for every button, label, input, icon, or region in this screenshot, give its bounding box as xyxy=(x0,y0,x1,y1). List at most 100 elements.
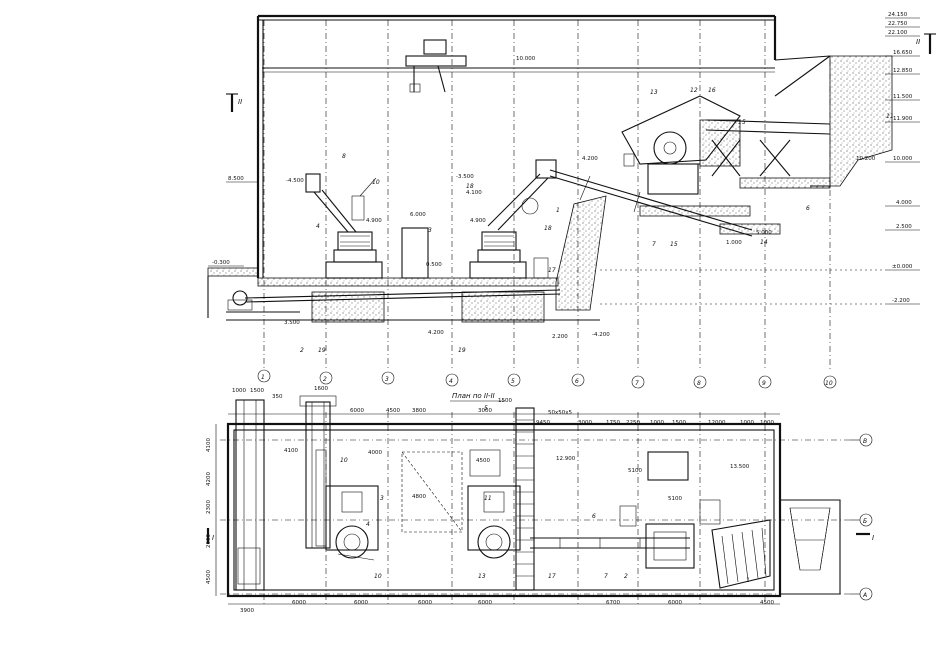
plan-view: План по II-II xyxy=(206,386,874,614)
foundation-right xyxy=(461,291,545,323)
section-callout-18: 18 xyxy=(544,225,552,232)
crane-zone-diag xyxy=(401,451,463,533)
section-mark-left xyxy=(226,93,238,112)
dim-bottom-6: 6700 xyxy=(606,600,620,606)
level-label-3: 6.000 xyxy=(410,212,426,218)
dim-left-5: 4500 xyxy=(206,570,212,584)
left-entrance xyxy=(207,267,259,318)
dim-top-17: 12000 xyxy=(708,420,726,426)
section-axis-bubbles xyxy=(257,369,837,389)
dim-bottom-5: 6000 xyxy=(478,600,492,606)
left-elev-1: 8.500 xyxy=(228,176,244,182)
elev-7: 11.900 xyxy=(893,116,913,122)
section-axis-5: 5 xyxy=(511,378,515,385)
dim-top-8: 3000 xyxy=(478,408,492,414)
section-axis-9: 9 xyxy=(762,380,766,387)
section-callout-14: 2 xyxy=(300,347,304,354)
level-label-13: -4.500 xyxy=(286,178,304,184)
crusher-1 xyxy=(305,173,383,279)
level-label-1: 10.000 xyxy=(516,56,536,62)
plan-callout-11: 4 xyxy=(366,521,370,528)
ramp-top xyxy=(774,55,831,61)
level-label-2: 4.900 xyxy=(366,218,382,224)
dim-left-1: 4100 xyxy=(206,438,212,452)
dim-bottom-2: 6000 xyxy=(292,600,306,606)
section-axis-8: 8 xyxy=(697,380,701,387)
right-elevation-ticks xyxy=(600,17,920,305)
section-mark-label-right: II xyxy=(916,38,920,46)
dim-top-3: 350 xyxy=(272,394,283,400)
left-elev-2: -0.300 xyxy=(212,260,230,266)
dim-bottom-7: 6000 xyxy=(668,600,682,606)
dim-top-19: 1000 xyxy=(760,420,774,426)
stair-tower xyxy=(235,399,265,591)
dim-bottom-4: 6000 xyxy=(418,600,432,606)
section-axis-6: 6 xyxy=(575,378,579,385)
dim-top-11: 50x50x5 xyxy=(548,410,573,416)
section-mark-right xyxy=(924,33,936,54)
section-axis-10: 10 xyxy=(825,380,833,387)
row-axis-b: Б xyxy=(863,518,867,525)
level-label-7: 5.000 xyxy=(756,230,772,236)
floor-slab xyxy=(257,277,559,287)
overhead-crane xyxy=(405,39,467,93)
level-label-10: 3.500 xyxy=(284,320,300,326)
plan-inner-5: 5100 xyxy=(628,468,642,474)
dim-top-1: 1000 xyxy=(232,388,246,394)
plan-callout-9: 1 xyxy=(746,577,750,584)
section-callout-8: 16 xyxy=(708,87,716,94)
elev-10: 2.500 xyxy=(896,224,912,230)
section-view: II II 24.150 22.750 22.100 16.650 12.850… xyxy=(207,12,936,389)
plan-chute xyxy=(711,519,771,589)
row-axis-v: В xyxy=(863,438,867,445)
level-label-12: -3.500 xyxy=(456,174,474,180)
plan-section-label-right: I xyxy=(872,534,874,542)
dim-left-3: 2300 xyxy=(206,500,212,514)
building-inner-outline xyxy=(233,429,775,591)
dim-top-9: 1500 xyxy=(498,398,512,404)
elev-9: 4.000 xyxy=(896,200,912,206)
plan-inner-6: 5100 xyxy=(668,496,682,502)
plan-inner-7: 13.500 xyxy=(730,464,750,470)
crusher-2 xyxy=(469,159,557,279)
plan-section-label-left: I xyxy=(212,534,214,542)
plan-callout-6: 7 xyxy=(604,573,608,580)
section-callout-16: 19 xyxy=(458,347,466,354)
plan-inner-4: 4800 xyxy=(412,494,426,500)
plan-callout-1: 10 xyxy=(340,457,348,464)
level-label-14: 1.000 xyxy=(726,240,742,246)
plan-title: План по II-II xyxy=(452,392,495,400)
section-callout-9: 15 xyxy=(670,241,678,248)
level-label-11: 4.200 xyxy=(428,330,444,336)
level-label-6: 10.200 xyxy=(856,156,876,162)
section-axis-2: 2 xyxy=(323,376,327,383)
dim-top-18: 1000 xyxy=(740,420,754,426)
dim-top-15: 1000 xyxy=(650,420,664,426)
plan-conveyor xyxy=(530,537,690,549)
plan-inner-3: 4500 xyxy=(476,458,490,464)
section-callout-17: 17 xyxy=(548,267,556,274)
lower-conveyor xyxy=(244,289,561,303)
dim-top-10: 9450 xyxy=(536,420,550,426)
foundation-left xyxy=(311,291,385,323)
plan-callout-8: 13 xyxy=(478,573,486,580)
section-callout-13: 6 xyxy=(806,205,810,212)
row-axis-bubbles xyxy=(850,433,873,601)
section-callout-10: 14 xyxy=(760,239,768,246)
plan-callout-2: 11 xyxy=(484,495,492,502)
dim-top-16: 1500 xyxy=(672,420,686,426)
dim-bottom-3: 6000 xyxy=(354,600,368,606)
plan-ladder xyxy=(515,407,535,591)
dim-top-14: 2250 xyxy=(626,420,640,426)
plan-callout-10: 2 xyxy=(624,573,628,580)
dim-top-7: 3800 xyxy=(412,408,426,414)
plan-inner-2: 4000 xyxy=(368,450,382,456)
plan-inner-1: 4100 xyxy=(284,448,298,454)
elev-6: 11.500 xyxy=(893,94,913,100)
section-callout-7: 13 xyxy=(650,89,658,96)
elev-5: 12.850 xyxy=(893,68,913,74)
section-callout-20: 15 xyxy=(738,119,746,126)
elev-4: 16.650 xyxy=(893,50,913,56)
plan-drive-equipment xyxy=(619,451,721,569)
